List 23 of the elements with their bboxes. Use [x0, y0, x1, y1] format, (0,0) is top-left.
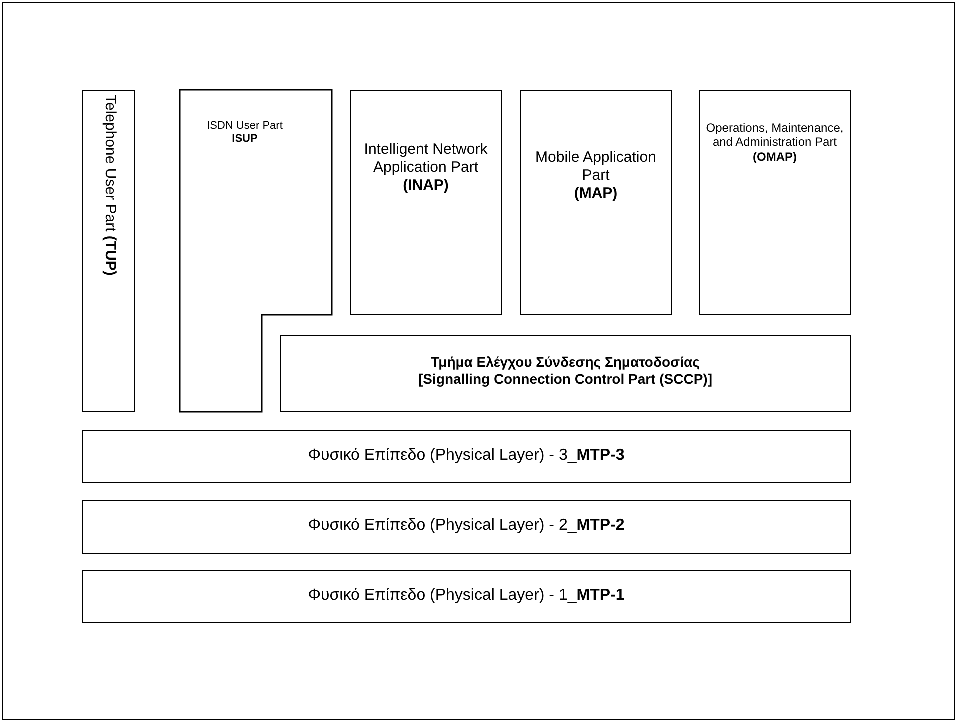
protocol-layer-box	[82, 90, 135, 412]
protocol-layer-box	[180, 90, 332, 412]
layer-abbreviation: (OMAP)	[752, 150, 798, 164]
protocol-layer-box	[350, 90, 502, 315]
protocol-layer-box	[699, 90, 851, 315]
layer-name: Telephone User Part (TUP)	[100, 95, 118, 276]
protocol-layer-box	[82, 500, 851, 554]
layer-abbreviation: ISUP	[231, 133, 259, 146]
protocol-layer-box	[82, 430, 851, 483]
layer-abbreviation: [Signalling Connection Control Part (SCCP)]	[418, 370, 714, 388]
protocol-layer-box	[280, 335, 851, 412]
layer-name: Τμήμα Ελέγχου Σύνδεσης Σηματοδοσίας	[430, 354, 701, 371]
layer-name: Φυσικό Επίπεδο (Physical Layer) - 2_MTP-2	[307, 516, 626, 536]
layer-name: Intelligent Network Application Part	[363, 141, 489, 177]
protocol-layer-box	[82, 570, 851, 623]
layer-name: Φυσικό Επίπεδο (Physical Layer) - 1_MTP-1	[307, 586, 626, 606]
protocol-layer-box	[520, 90, 672, 315]
layer-name: Mobile Application Part	[534, 149, 658, 185]
layer-name: Φυσικό Επίπεδο (Physical Layer) - 3_MTP-3	[307, 446, 626, 466]
layer-abbreviation: (MAP)	[573, 185, 619, 203]
layer-abbreviation: (INAP)	[402, 177, 450, 195]
layer-name: ISDN User Part	[206, 120, 284, 134]
layer-name: Operations, Maintenance, and Administration Part	[705, 121, 845, 150]
